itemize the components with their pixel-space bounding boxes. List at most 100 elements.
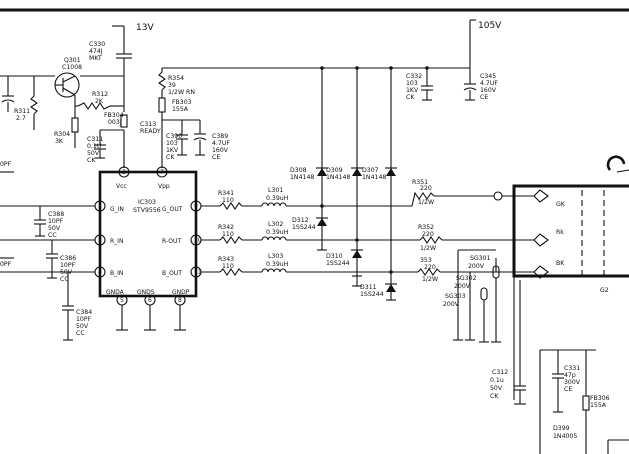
ic-g-in-label: G_IN xyxy=(110,206,124,213)
r353-ref: 353 xyxy=(420,257,432,264)
r304: R304 3K xyxy=(54,106,79,148)
ic-b-out-label: B_OUT xyxy=(162,270,182,277)
fb303: FB303 155A xyxy=(158,90,192,168)
c345-type: CE xyxy=(480,94,488,101)
c345-val: 4.7UF xyxy=(480,80,498,87)
ic-r-out-label: R-OUT xyxy=(162,238,181,245)
c332: C332 103 1KV CK xyxy=(406,68,433,101)
c311: C311 0.1U 50V CK xyxy=(87,130,106,164)
l301-ref: L301 xyxy=(268,187,283,194)
fb303-ref: FB303 xyxy=(172,99,192,106)
r352-val: 220 xyxy=(422,231,434,238)
svg-text:11: 11 xyxy=(194,269,202,276)
r304-val: 3K xyxy=(55,138,64,145)
c389-ref: C389 xyxy=(212,133,228,140)
c384-ref: C384 xyxy=(76,309,92,316)
c331-type: CE xyxy=(564,386,572,393)
l302: L302 0.39uH xyxy=(261,221,289,241)
r312: R312 2K xyxy=(74,91,124,110)
r312-ref: R312 xyxy=(92,91,108,98)
l303: L303 0.39uH xyxy=(261,253,289,273)
q301-part: C1008 xyxy=(62,64,82,71)
ic-gnda-label: GNDA xyxy=(106,289,125,296)
c386: C386 10PF 50V CC xyxy=(46,240,76,283)
d308-part: 1N4148 xyxy=(290,174,314,181)
c345-ref: C345 xyxy=(480,73,496,80)
ic303-ref: IC303 xyxy=(138,199,156,206)
c390-ref: C390 xyxy=(166,133,182,140)
fb303-val: 155A xyxy=(172,106,189,113)
c384-type: CC xyxy=(76,330,85,337)
c331-val: 47p xyxy=(564,372,576,379)
c332-ref: C332 xyxy=(406,73,422,80)
r354-ref: R354 xyxy=(168,75,184,82)
d307-ref: D307 xyxy=(362,167,379,174)
l301: L301 0.39uH xyxy=(261,187,289,207)
r342: R342 110 xyxy=(201,224,262,244)
crt-gk: GK xyxy=(556,201,566,208)
ic-pin-vpp: 7 xyxy=(156,166,168,178)
c390-volt: 1KV xyxy=(166,147,179,154)
ic-pin-g-in: 1 xyxy=(94,200,106,212)
c390-type: CK xyxy=(166,154,175,161)
c311-val: 0.1U xyxy=(87,143,101,150)
svg-text:10: 10 xyxy=(194,237,202,244)
ic-pin-g-out: 9 xyxy=(190,200,202,212)
l301-val: 0.39uH xyxy=(266,195,289,202)
d308-ref: D308 xyxy=(290,167,307,174)
r351-val: 220 xyxy=(420,185,432,192)
r352-ref: R352 xyxy=(418,224,434,231)
c312-ref: C312 xyxy=(492,369,508,376)
c389: C389 4.7UF 160V CE xyxy=(193,120,230,161)
crt-bk: BK xyxy=(556,260,565,267)
c331: C331 47p 300V CE xyxy=(552,350,581,413)
d310-part: 1SS244 xyxy=(326,260,350,267)
test-point xyxy=(493,191,503,201)
d311-ref: D311 xyxy=(360,284,377,291)
left-cap-bottom-val: 0PF xyxy=(0,261,12,268)
r352: R352 220 1/2W xyxy=(418,224,534,252)
c386-type: CC xyxy=(60,276,69,283)
r343-ref: R343 xyxy=(218,256,234,263)
c330-type: MKT xyxy=(89,55,102,62)
c330-ref: C330 xyxy=(89,41,105,48)
c311-volt: 50V xyxy=(87,150,100,157)
svg-text:9: 9 xyxy=(194,203,198,210)
c390-val: 103 xyxy=(166,140,178,147)
ic-pin-b-in: 4 xyxy=(94,266,106,278)
svg-text:4: 4 xyxy=(98,269,102,276)
svg-text:3: 3 xyxy=(122,169,126,176)
c390: C390 103 1KV CK xyxy=(166,120,188,161)
rail-13v: 13V xyxy=(112,23,154,48)
c312-type: CK xyxy=(490,393,499,400)
r351-ref: R351 xyxy=(412,179,428,186)
c313: C313 READY xyxy=(123,121,161,142)
rail-105v: 105V xyxy=(469,19,502,66)
svg-text:7: 7 xyxy=(160,169,164,176)
d309: D309 1N4148 xyxy=(326,167,363,181)
ic-pin-gnds: 6 xyxy=(144,294,156,331)
r311-ref: R311 xyxy=(14,108,30,115)
d309-part: 1N4148 xyxy=(326,174,350,181)
r342-val: 110 xyxy=(222,231,234,238)
ic303-part: STV9556 xyxy=(133,207,161,214)
fb306-ref: FB306 xyxy=(590,395,610,402)
ic-g-out-label: G_OUT xyxy=(162,206,183,213)
r312-val: 2K xyxy=(95,98,104,105)
r354-watt: 1/2W RN xyxy=(168,89,195,96)
d399: D399 1N4005 xyxy=(553,425,629,454)
ic-pin-vcc: 3 xyxy=(118,142,130,178)
left-elcap xyxy=(1,76,15,112)
ic-vpp-label: Vpp xyxy=(158,183,170,190)
svg-text:8: 8 xyxy=(178,297,182,304)
d308: D308 1N4148 xyxy=(290,167,328,181)
c332-val: 103 xyxy=(406,80,418,87)
d307: D307 1N4148 xyxy=(362,167,397,181)
c345-volt: 160V xyxy=(480,87,497,94)
c313-val: READY xyxy=(140,128,161,135)
ic-gndp-label: GNDP xyxy=(172,289,190,296)
r341-ref: R341 xyxy=(218,190,234,197)
c345: C345 4.7UF 160V CE xyxy=(463,66,498,101)
svg-text:5: 5 xyxy=(120,297,124,304)
c312: C312 0.1u 50V CK xyxy=(490,340,526,405)
